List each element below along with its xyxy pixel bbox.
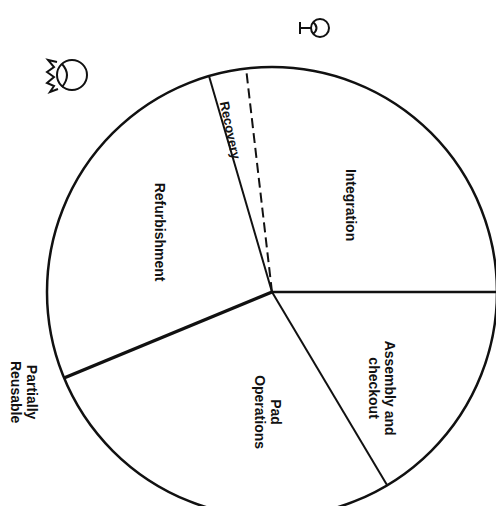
slice-label: Integration	[340, 166, 362, 244]
slice-label: Assembly and checkout	[363, 337, 401, 439]
slice-divider	[246, 68, 272, 292]
slice-text: Recovery	[215, 100, 242, 160]
slice-divider	[272, 291, 496, 294]
slice-label: Pad Operations	[249, 364, 287, 460]
slice-label: Refurbishment	[149, 180, 171, 285]
slice-text: Assembly and checkout	[366, 340, 398, 436]
parachute-icon	[300, 19, 329, 37]
slice-divider	[64, 292, 272, 378]
capsule-icon	[47, 60, 87, 92]
slice-text: Integration	[343, 169, 359, 241]
slice-label: Recovery	[212, 96, 246, 163]
slice-divider	[209, 76, 272, 292]
slice-text: Pad Operations	[252, 367, 284, 457]
group-label: Partially Reusable	[8, 353, 40, 431]
slice-text: Refurbishment	[152, 183, 168, 282]
pie-outline	[47, 67, 496, 506]
label-text: Partially Reusable	[8, 353, 40, 431]
